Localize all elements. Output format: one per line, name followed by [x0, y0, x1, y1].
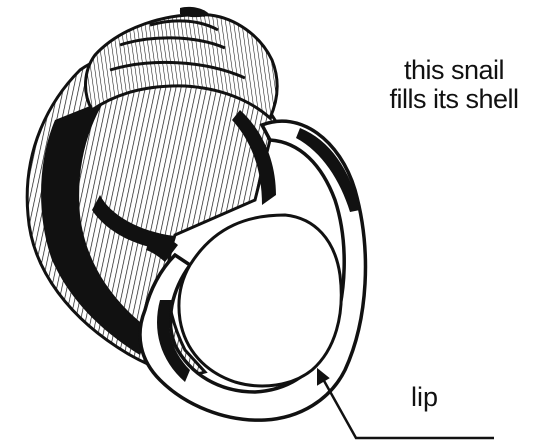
- spire-tip: [180, 7, 210, 17]
- lip-label: lip: [411, 382, 438, 412]
- snail-shell-icon: [27, 7, 365, 420]
- caption-line-1: this snail: [359, 56, 549, 85]
- shell-aperture: [179, 215, 341, 386]
- caption: this snail fills its shell: [359, 56, 549, 114]
- lip-pointer-icon: [318, 370, 494, 438]
- caption-line-2: fills its shell: [359, 85, 549, 114]
